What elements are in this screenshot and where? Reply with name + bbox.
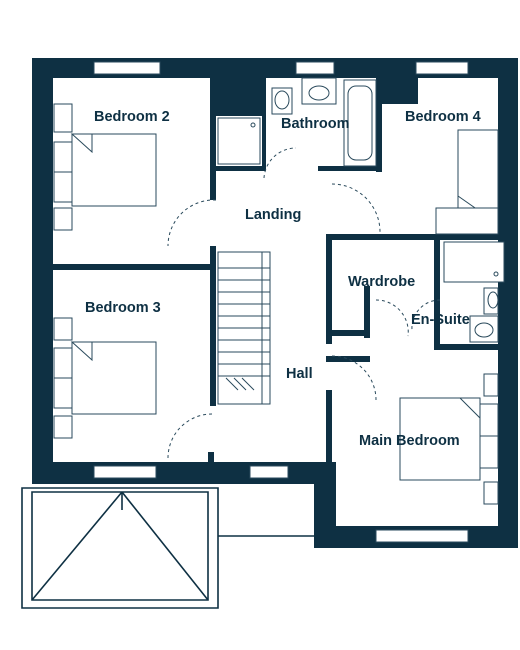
bedroom2-bed <box>53 103 157 231</box>
label-bedroom3: Bedroom 3 <box>85 300 161 316</box>
porch-roof <box>21 487 314 609</box>
bathroom-fixtures <box>217 77 377 167</box>
ensuite-fixtures <box>443 241 505 343</box>
label-bedroom4: Bedroom 4 <box>405 109 481 125</box>
label-en-suite: En-Suite <box>411 312 470 328</box>
label-bedroom2: Bedroom 2 <box>94 109 170 125</box>
staircase <box>217 251 271 405</box>
bedroom4-bed <box>435 129 499 235</box>
bedroom3-bed <box>53 317 157 439</box>
label-landing: Landing <box>245 207 301 223</box>
label-main-bedroom: Main Bedroom <box>359 433 460 449</box>
windows <box>93 61 469 543</box>
label-wardrobe: Wardrobe <box>348 274 415 290</box>
room-labels: Bedroom 2 Bathroom Bedroom 4 Landing War… <box>85 109 481 449</box>
main-bedroom-bed <box>399 373 499 505</box>
label-hall: Hall <box>286 366 313 382</box>
interior-walls <box>53 78 498 464</box>
door-swings <box>167 147 441 459</box>
label-bathroom: Bathroom <box>281 116 349 132</box>
